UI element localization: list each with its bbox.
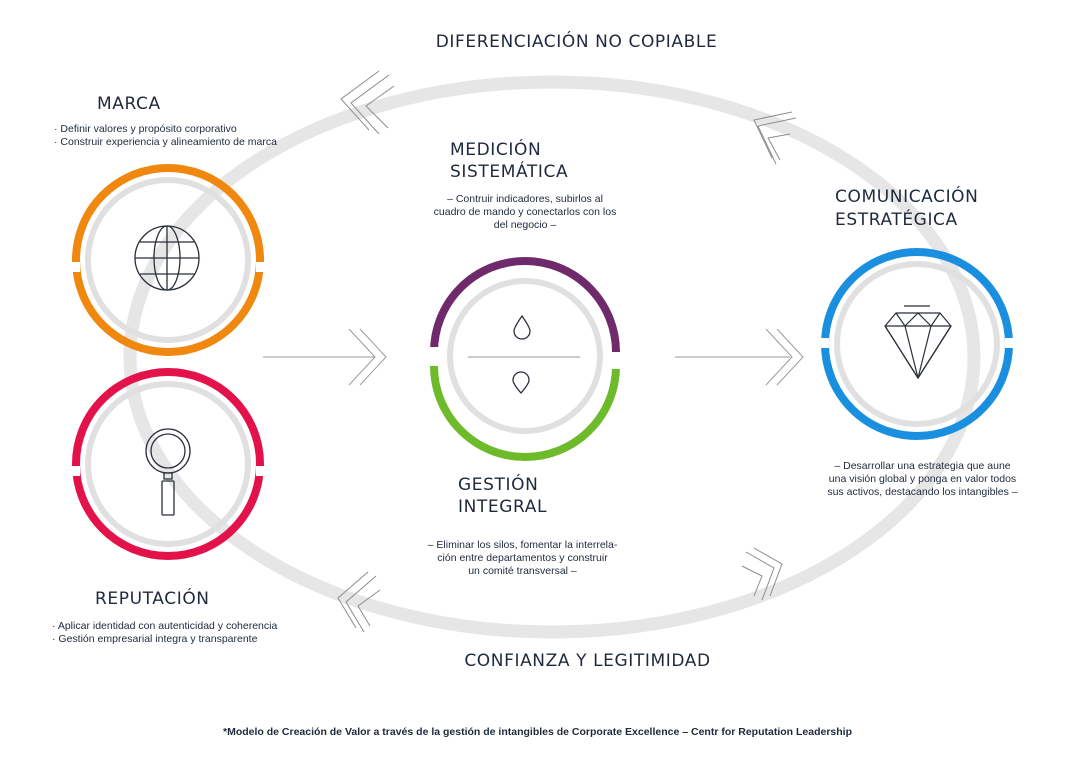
comunicacion-circle [819,248,1015,440]
chevron-bottom-right-icon [741,547,783,601]
medicion-desc-line: – Contruir indicadores, subirlos al [447,193,603,205]
comunicacion-title-line1: COMUNICACIÓN [835,187,979,207]
medicion-desc-line: cuadro de mando y conectarlos con los [433,206,617,218]
arrow-right-right-icon [675,328,804,386]
medicion-desc-line: del negocio – [493,219,557,231]
reputacion-bullet: Gestión empresarial integra y transparen… [52,633,277,646]
gestion-desc-line: un comité transversal – [468,565,577,577]
medicion-title-line1: MEDICIÓN [450,140,542,160]
gestion-desc-line: – Eliminar los silos, fomentar la interr… [427,539,618,551]
top-cycle-title: DIFERENCIACIÓN NO COPIABLE [435,32,718,52]
location-pin-icon [512,371,530,394]
marca-circle [70,164,266,356]
medicion-title-line2: SISTEMÁTICA [450,162,569,182]
arrow-right-left-icon [263,328,387,386]
gestion-title-line1: GESTIÓN [458,475,539,495]
medicion-gestion-circle [428,257,622,461]
gestion-desc-line: ción entre departamentos y construir [437,552,608,564]
reputacion-title: REPUTACIÓN [95,589,210,609]
reputacion-bullets: Aplicar identidad con autenticidad y coh… [52,620,277,646]
gestion-title-line2: INTEGRAL [458,497,548,517]
chevron-top-left-icon [340,70,395,135]
comunicacion-description: – Desarrollar una estrategia que aune un… [800,460,1045,499]
comunicacion-desc-line: una visión global y ponga en valor todos [828,473,1017,485]
marca-bullet: Definir valores y propósito corporativo [54,123,277,136]
comunicacion-title-line2: ESTRATÉGICA [835,210,958,230]
marca-bullet: Construir experiencia y alineamiento de … [54,136,277,149]
comunicacion-desc-line: – Desarrollar una estrategia que aune [834,460,1011,472]
bottom-cycle-title: CONFIANZA Y LEGITIMIDAD [464,651,711,671]
gestion-description: – Eliminar los silos, fomentar la interr… [400,539,645,578]
drop-icon [513,314,531,340]
diamond-icon [884,305,952,380]
globe-icon [134,225,200,291]
magnifier-icon [145,428,191,516]
chevron-bottom-left-icon [337,571,381,633]
reputacion-bullet: Aplicar identidad con autenticidad y coh… [52,620,277,633]
reputacion-circle [70,368,266,560]
outer-cycle-ring [123,75,981,639]
medicion-description: – Contruir indicadores, subirlos al cuad… [410,193,640,232]
marca-bullets: Definir valores y propósito corporativo … [54,123,277,149]
comunicacion-desc-line: sus activos, destacando los intangibles … [827,486,1018,498]
chevron-top-right-icon [753,111,797,165]
marca-title: MARCA [97,94,161,114]
footnote: *Modelo de Creación de Valor a través de… [223,726,852,738]
